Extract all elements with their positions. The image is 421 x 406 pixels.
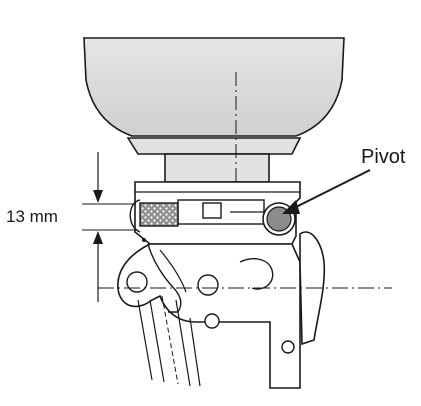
dimension-arrowhead-top — [93, 190, 103, 203]
pivot-leader-line — [289, 169, 371, 211]
pivot-label: Pivot — [361, 146, 406, 168]
plate-hole-bottom — [281, 340, 295, 354]
cup-body — [83, 37, 345, 137]
handle-line-5 — [189, 317, 201, 387]
plate-hole-left — [126, 271, 148, 293]
handle-line-2 — [149, 299, 165, 383]
collar — [126, 137, 302, 155]
neck — [164, 153, 270, 183]
dotted-pad — [139, 202, 179, 227]
slider-window — [202, 202, 222, 219]
dimension-label: 13 mm — [6, 207, 58, 226]
handle-line-1 — [137, 299, 153, 381]
pivot-leader-arrowhead — [282, 200, 300, 214]
plate-hole-center — [197, 274, 219, 296]
handle-line-3 — [161, 295, 179, 385]
handle-line-4 — [175, 299, 191, 387]
pawl-arm — [147, 243, 182, 313]
plate-hole-lower — [204, 313, 220, 329]
dimension-arrowhead-bottom — [93, 231, 103, 244]
pad-rivet — [142, 238, 146, 242]
pad-clip — [129, 199, 141, 233]
